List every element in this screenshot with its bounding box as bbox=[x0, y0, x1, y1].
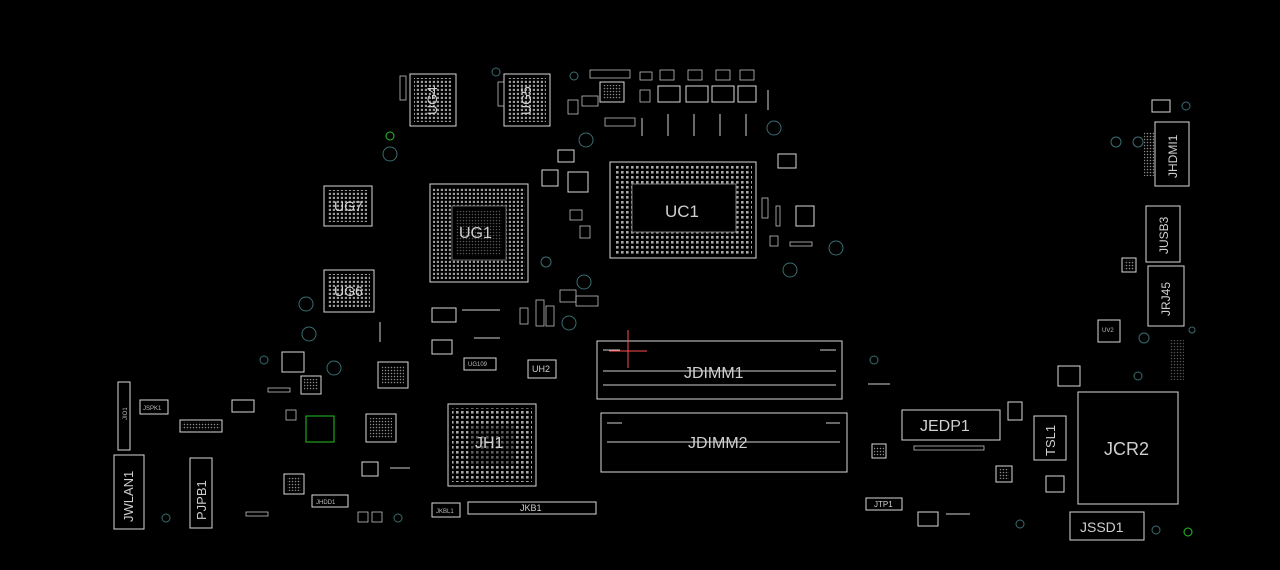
chip-ug4[interactable]: UG4 bbox=[409, 73, 457, 127]
chip-ug109[interactable]: UG109 bbox=[463, 357, 497, 371]
chip-ug7-label: UG7 bbox=[334, 198, 363, 214]
chip-uh2-label: UH2 bbox=[532, 364, 550, 374]
connector-jedp1-label: JEDP1 bbox=[920, 418, 970, 435]
chip-tsl1-label: TSL1 bbox=[1043, 425, 1058, 456]
connector-jusb3-label: JUSB3 bbox=[1157, 216, 1171, 254]
connector-jhdd1[interactable]: JHDD1 bbox=[311, 494, 349, 508]
connector-jhdd1-label: JHDD1 bbox=[316, 500, 336, 506]
connector-jwlan1-label: JWLAN1 bbox=[121, 471, 136, 522]
connector-jio1-label: JIO1 bbox=[123, 407, 129, 420]
chip-ug1-label: UG1 bbox=[459, 225, 492, 242]
connector-jssd1-label: JSSD1 bbox=[1080, 519, 1124, 535]
connector-jspk1[interactable]: JSPK1 bbox=[139, 399, 169, 415]
connector-jdimm2[interactable]: JDIMM2 bbox=[600, 412, 848, 473]
connector-jtp1-label: JTP1 bbox=[874, 500, 893, 509]
chip-uv2-label: UV2 bbox=[1102, 328, 1114, 334]
connector-jwlan1[interactable]: JWLAN1 bbox=[113, 454, 145, 530]
small-parts-top bbox=[399, 69, 769, 136]
chip-ug1[interactable]: UG1 bbox=[429, 183, 529, 283]
small-parts-uc1 bbox=[541, 149, 815, 307]
connector-jkb1-label: JKB1 bbox=[520, 503, 542, 513]
chip-jh1-label: JH1 bbox=[475, 435, 504, 452]
connector-jcr2[interactable]: JCR2 bbox=[1077, 391, 1179, 505]
chip-uv2[interactable]: UV2 bbox=[1097, 319, 1121, 343]
connector-jdimm2-label: JDIMM2 bbox=[688, 435, 748, 452]
cursor-marker bbox=[609, 330, 647, 368]
connector-jkb1[interactable]: JKB1 bbox=[467, 501, 597, 515]
connector-jusb3[interactable]: JUSB3 bbox=[1145, 205, 1181, 263]
chip-tsl1[interactable]: TSL1 bbox=[1033, 415, 1067, 461]
chip-ug4-label: UG4 bbox=[424, 86, 440, 115]
vias bbox=[161, 67, 1196, 537]
ics-left-cluster bbox=[245, 299, 555, 523]
connector-jrj45-label: JRJ45 bbox=[1159, 282, 1173, 316]
chip-ug6[interactable]: UG6 bbox=[323, 269, 375, 313]
chip-uc1-label: UC1 bbox=[665, 202, 699, 221]
connector-jio1[interactable]: JIO1 bbox=[117, 381, 131, 451]
connector-jedp1[interactable]: JEDP1 bbox=[901, 409, 1001, 441]
pin-header bbox=[179, 399, 255, 433]
connector-jrj45[interactable]: JRJ45 bbox=[1147, 265, 1185, 327]
connector-jhdmi1[interactable]: JHDMI1 bbox=[1144, 121, 1190, 187]
connector-jhdmi1-label: JHDMI1 bbox=[1166, 134, 1180, 178]
chip-ug5[interactable]: UG5 bbox=[503, 73, 551, 127]
connector-jssd1[interactable]: JSSD1 bbox=[1069, 511, 1145, 541]
chip-ug5-label: UG5 bbox=[518, 86, 534, 115]
connector-jkbl1[interactable]: JKBL1 bbox=[431, 502, 461, 518]
chip-uh2[interactable]: UH2 bbox=[527, 359, 557, 379]
small-parts-right bbox=[868, 99, 1184, 527]
connector-jcr2-label: JCR2 bbox=[1104, 439, 1149, 459]
connector-pjpb1-label: PJPB1 bbox=[194, 480, 209, 520]
chip-ug6-label: UG6 bbox=[334, 283, 363, 299]
connector-jdimm1[interactable]: JDIMM1 bbox=[596, 340, 843, 400]
chip-ug7[interactable]: UG7 bbox=[323, 185, 373, 227]
connector-jkbl1-label: JKBL1 bbox=[436, 509, 454, 515]
connector-jtp1[interactable]: JTP1 bbox=[865, 497, 903, 511]
connector-pjpb1[interactable]: PJPB1 bbox=[189, 457, 213, 529]
chip-jh1[interactable]: JH1 bbox=[447, 403, 537, 487]
chip-ug109-label: UG109 bbox=[468, 362, 488, 368]
chip-uc1[interactable]: UC1 bbox=[609, 161, 757, 259]
green-pad bbox=[305, 415, 335, 443]
connector-jdimm1-label: JDIMM1 bbox=[684, 365, 744, 382]
connector-jspk1-label: JSPK1 bbox=[143, 406, 162, 412]
